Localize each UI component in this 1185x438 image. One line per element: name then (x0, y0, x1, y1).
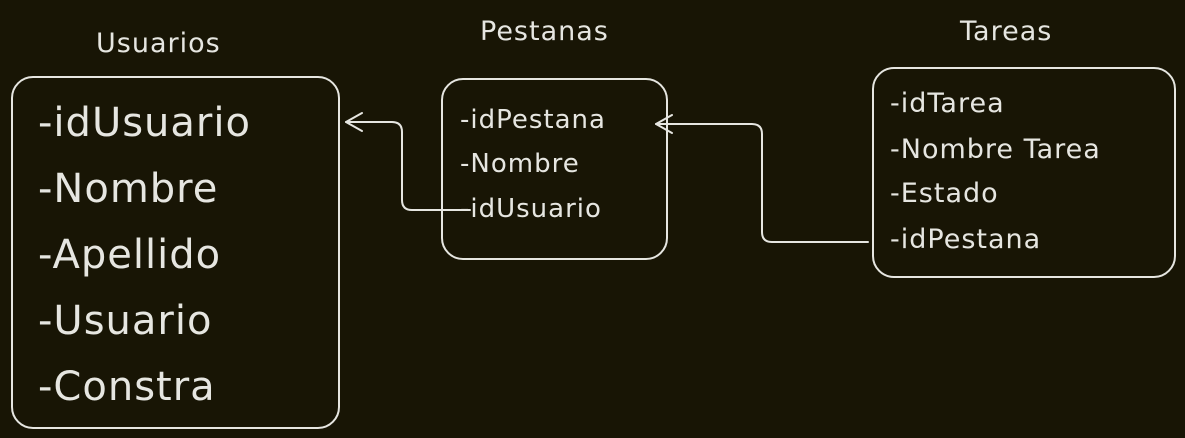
usuarios-box (11, 76, 340, 429)
usuarios-field-idusuario: -idUsuario (38, 100, 251, 146)
tareas-field-idpestana: -idPestana (890, 224, 1042, 255)
tareas-title: Tareas (960, 16, 1053, 47)
arrowhead-pestanas-icon (655, 114, 673, 134)
pestanas-field-nombre: -Nombre (460, 149, 580, 179)
tareas-field-nombre-tarea: -Nombre Tarea (890, 134, 1101, 165)
usuarios-field-usuario: -Usuario (38, 298, 213, 344)
pestanas-title: Pestanas (480, 16, 609, 47)
connector-pestanas-usuarios (345, 121, 471, 211)
pestanas-field-idpestana: -idPestana (460, 105, 606, 135)
tareas-box (872, 67, 1176, 278)
usuarios-title: Usuarios (96, 28, 221, 59)
pestanas-box (441, 78, 668, 260)
usuarios-field-constra: -Constra (38, 364, 216, 410)
pestanas-field-idusuario: -idUsuario (460, 194, 602, 224)
usuarios-field-apellido: -Apellido (38, 232, 222, 278)
tareas-field-estado: -Estado (890, 178, 999, 209)
connector-tareas-pestanas (655, 123, 869, 243)
tareas-field-idtarea: -idTarea (890, 88, 1005, 119)
usuarios-field-nombre: -Nombre (38, 166, 219, 212)
arrowhead-usuarios-icon (345, 112, 363, 132)
